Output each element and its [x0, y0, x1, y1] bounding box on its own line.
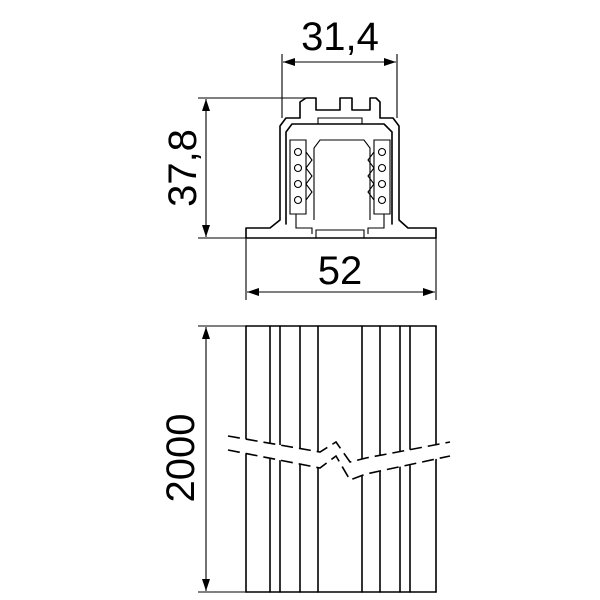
break-symbol [227, 435, 451, 481]
dimension-length: 2000 [159, 325, 246, 593]
dimension-length-label: 2000 [159, 414, 203, 503]
dimension-base-width-label: 52 [318, 249, 363, 293]
dimension-top-width: 31,4 [281, 15, 398, 118]
dimension-height-label: 37,8 [161, 129, 205, 207]
dimension-height: 37,8 [161, 97, 305, 239]
right-conductor-holder [367, 139, 391, 234]
track-profile-section [245, 97, 437, 239]
dimension-base-width: 52 [245, 238, 437, 300]
left-conductor-holder [289, 139, 313, 234]
dimension-top-width-label: 31,4 [301, 15, 379, 59]
